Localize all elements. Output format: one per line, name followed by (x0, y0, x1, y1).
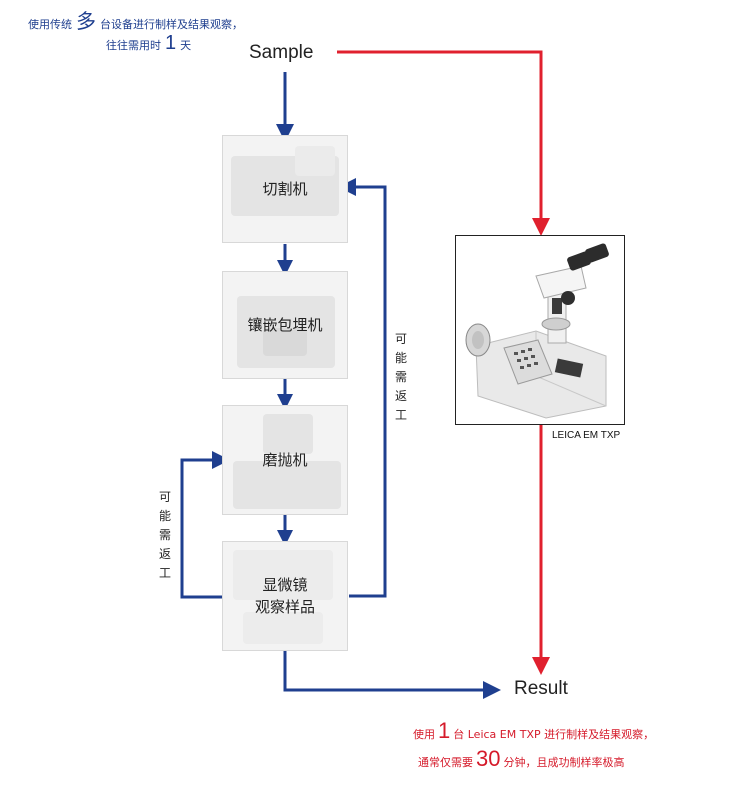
rework-label-right: 可 能 需 返 工 (394, 332, 407, 422)
rework-loop-left (180, 451, 230, 599)
rework-label-left: 可 能 需 返 工 (158, 490, 171, 580)
step-microscope: 显微镜 观察样品 (222, 541, 348, 651)
arrow-cutter-to-mount (277, 244, 293, 276)
step-grinder-polisher-label: 磨抛机 (262, 451, 308, 469)
step-microscope-label-1: 显微镜 (262, 576, 308, 594)
instrument-caption: LEICA EM TXP (552, 430, 621, 441)
step-cutter-label: 切割机 (262, 180, 308, 198)
step-cutter: 切割机 (222, 135, 348, 243)
top-note-line1: 使用传统多台设备进行制样及结果观察， (28, 11, 243, 33)
fast-path-arrow (337, 50, 550, 675)
arrow-mount-to-grinder (277, 379, 293, 410)
step-grinder-polisher: 磨抛机 (222, 405, 348, 515)
leica-em-txp-illustration (465, 243, 609, 419)
step-microscope-label-2: 观察样品 (254, 598, 315, 616)
arrow-grinder-to-microscope (277, 515, 293, 546)
arrow-microscope-to-result (283, 650, 501, 699)
arrow-sample-to-cutter (276, 72, 294, 142)
sample-node: Sample (249, 42, 314, 63)
step-mounting-press: 镶嵌包埋机 (222, 271, 348, 379)
result-node: Result (514, 678, 568, 699)
step-mounting-press-label: 镶嵌包埋机 (247, 316, 323, 334)
instrument-photo (455, 235, 625, 425)
